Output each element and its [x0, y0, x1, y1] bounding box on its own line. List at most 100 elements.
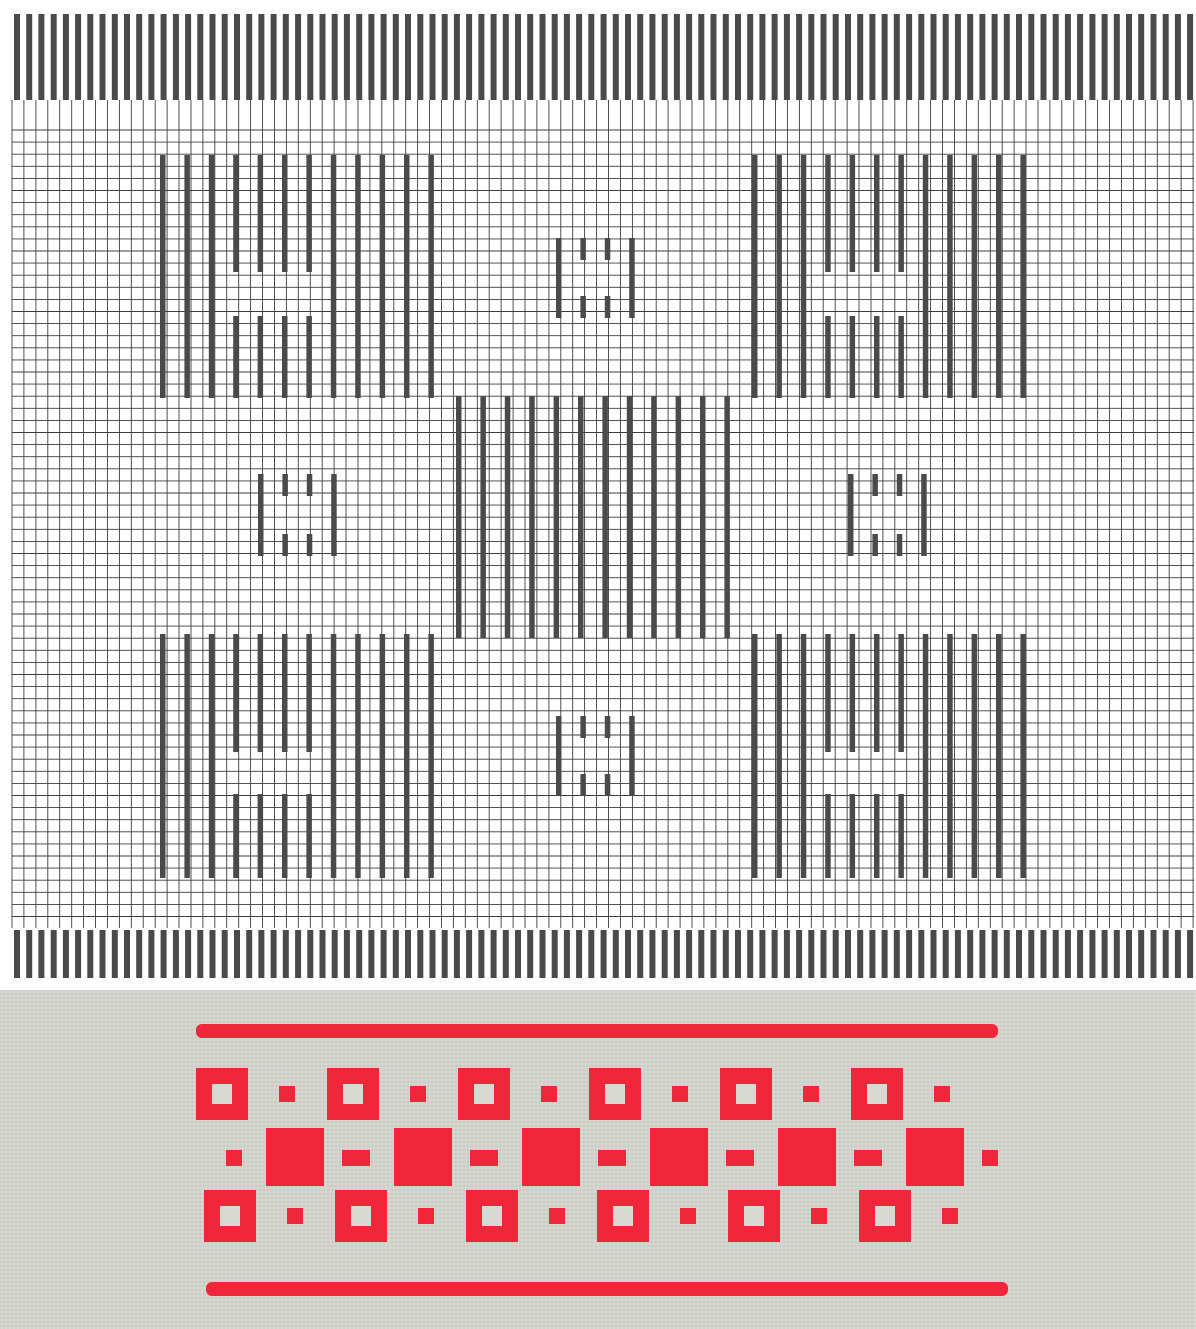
bottom-border-stitch — [454, 930, 460, 978]
block-stitch — [282, 794, 288, 878]
bottom-border-stitch — [625, 930, 631, 978]
block-stitch — [874, 316, 880, 398]
block-stitch — [331, 155, 337, 398]
bottom-border-stitch — [784, 930, 790, 978]
block-stitch — [874, 155, 880, 272]
bottom-border-stitch — [894, 930, 900, 978]
top-border-stitch — [637, 14, 643, 100]
small-stitch — [848, 474, 854, 556]
top-border-stitch — [222, 14, 228, 100]
bottom-border-stitch — [1053, 930, 1059, 978]
dot-row1 — [279, 1086, 295, 1102]
bottom-border-stitch — [222, 930, 228, 978]
small-stitch — [897, 474, 903, 496]
top-border-stitch — [442, 14, 448, 100]
top-border-stitch — [1151, 14, 1157, 100]
top-border-stitch — [51, 14, 57, 100]
block-stitch — [233, 316, 239, 398]
bottom-border-stitch — [344, 930, 350, 978]
bottom-border-stitch — [992, 930, 998, 978]
block-stitch — [282, 634, 288, 752]
top-border-stitch — [491, 14, 497, 100]
bottom-border-stitch — [601, 930, 607, 978]
bottom-border-stitch — [1028, 930, 1034, 978]
top-border-stitch — [955, 14, 961, 100]
small-motif-top-center — [556, 238, 635, 318]
top-border-stitch — [698, 14, 704, 100]
bottom-border-stitch — [197, 930, 203, 978]
block-stitch — [233, 634, 239, 752]
block-stitch — [752, 155, 758, 398]
block-stitch — [258, 634, 264, 752]
small-motif-middle-right — [848, 474, 927, 556]
top-border-stitch — [772, 14, 778, 100]
framed-square-row3-hole — [351, 1206, 371, 1226]
bottom-border-stitch — [234, 930, 240, 978]
top-border-stitch — [63, 14, 69, 100]
bottom-border-stitch — [295, 930, 301, 978]
top-border-stitch — [381, 14, 387, 100]
top-border-stitch — [821, 14, 827, 100]
block-stitch — [972, 155, 978, 398]
bottom-border-stitch — [1151, 930, 1157, 978]
solid-square-row2 — [266, 1128, 324, 1186]
block-stitch — [258, 155, 264, 272]
top-border-stitch — [906, 14, 912, 100]
chart-grid — [0, 0, 1196, 990]
block-stitch — [1020, 155, 1026, 398]
bottom-border-stitch — [637, 930, 643, 978]
small-stitch — [580, 716, 586, 738]
block-stitch — [428, 634, 434, 878]
bottom-border-stitch — [857, 930, 863, 978]
block-stitch — [505, 396, 511, 638]
top-border-stitch — [662, 14, 668, 100]
top-border-stitch — [246, 14, 252, 100]
bottom-border-stitch — [1187, 930, 1193, 978]
embroidery-sample — [0, 990, 1196, 1329]
top-border-stitch — [112, 14, 118, 100]
bottom-border-stitch — [796, 930, 802, 978]
bottom-border-stitch — [161, 930, 167, 978]
bottom-border-stitch — [931, 930, 937, 978]
top-border-stitch — [1102, 14, 1108, 100]
bottom-border-stitch — [711, 930, 717, 978]
block-stitch — [700, 396, 706, 638]
bottom-border-stitch — [1163, 930, 1169, 978]
framed-square-row1-hole — [605, 1084, 625, 1104]
top-border-stitch — [234, 14, 240, 100]
bottom-border-stitch — [210, 930, 216, 978]
dot-row2 — [226, 1150, 242, 1166]
bottom-border-stitch — [735, 930, 741, 978]
top-border-stitch — [1016, 14, 1022, 100]
small-stitch — [331, 474, 337, 556]
framed-square-row1-hole — [736, 1084, 756, 1104]
block-stitch — [209, 155, 215, 398]
bottom-border-stitch — [821, 930, 827, 978]
top-border-stitch — [674, 14, 680, 100]
bottom-border-stitch — [356, 930, 362, 978]
block-stitch — [947, 155, 953, 398]
bottom-border-stitch — [1004, 930, 1010, 978]
small-stitch — [629, 238, 635, 318]
small-motif-bottom-center — [556, 716, 635, 796]
block-stitch — [801, 155, 807, 398]
small-stitch — [282, 474, 288, 496]
top-border-stitch — [210, 14, 216, 100]
dot-row1 — [672, 1086, 688, 1102]
bottom-border-stitch — [124, 930, 130, 978]
top-border-stitch — [320, 14, 326, 100]
small-stitch — [258, 474, 264, 556]
small-stitch — [282, 534, 288, 556]
top-border-stitch — [649, 14, 655, 100]
top-border-stitch — [1004, 14, 1010, 100]
framed-block-upper-right — [752, 155, 1026, 398]
block-stitch — [825, 155, 831, 272]
block-stitch — [306, 634, 312, 752]
solid-square-row2 — [394, 1128, 452, 1186]
top-border-stitch — [1041, 14, 1047, 100]
solid-square-row2 — [906, 1128, 964, 1186]
block-stitch — [1020, 634, 1026, 878]
top-border-stitch — [943, 14, 949, 100]
top-border-stitch — [307, 14, 313, 100]
framed-block-lower-right — [752, 634, 1026, 878]
